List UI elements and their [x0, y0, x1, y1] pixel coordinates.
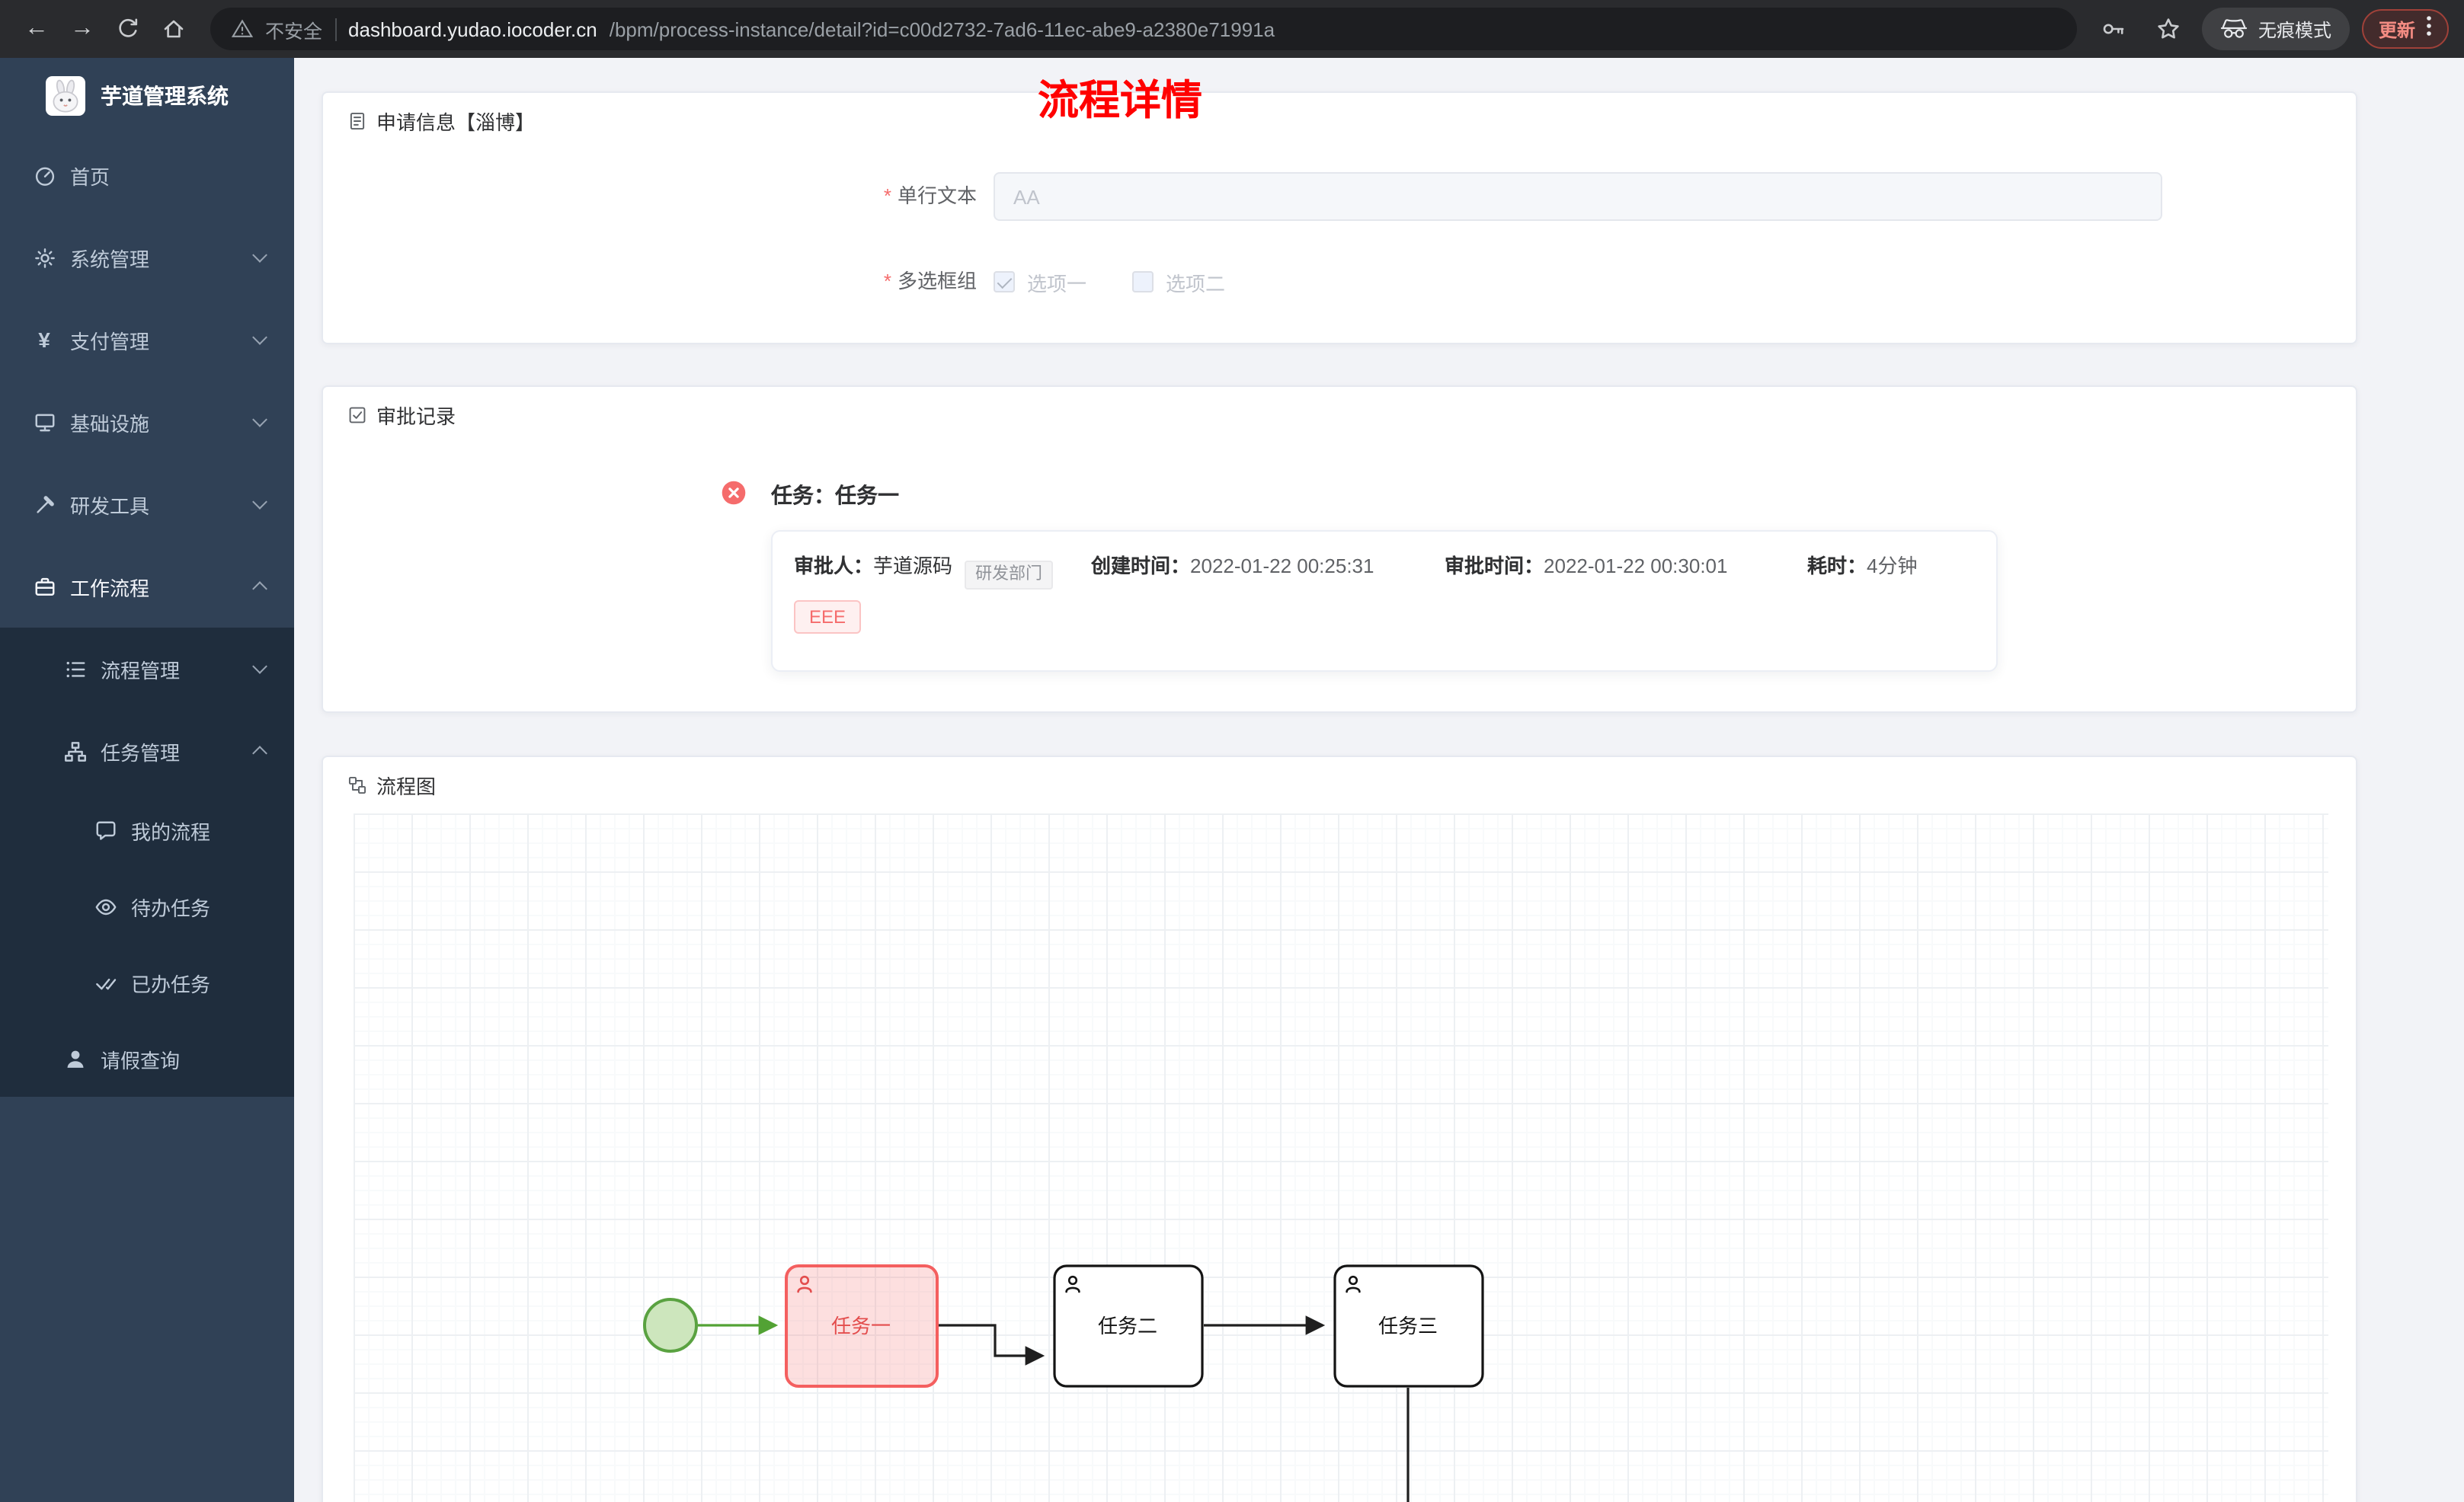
chevron-down-icon [252, 494, 267, 510]
bpmn-start-event[interactable] [643, 1298, 698, 1353]
chevron-down-icon [252, 330, 267, 345]
sidebar-item-task-mgmt[interactable]: 任务管理 [0, 710, 294, 792]
workflow-submenu: 流程管理 任务管理 我的流程 待办任务 已办 [0, 628, 294, 1097]
reload-icon[interactable] [107, 8, 149, 50]
dept-tag: 研发部门 [965, 561, 1054, 590]
audit-detail-box: 审批人：芋道源码研发部门 创建时间：2022-01-22 00:25:31 审批… [771, 530, 1998, 672]
chevron-up-icon [252, 581, 267, 596]
checkbox-option-2[interactable]: 选项二 [1132, 267, 1225, 296]
bpmn-task3-user-icon [1346, 1275, 1361, 1293]
document-icon [350, 111, 365, 129]
diagram-card-title: 流程图 [376, 775, 437, 797]
person-icon [62, 1047, 87, 1071]
bpmn-task3[interactable] [1333, 1264, 1484, 1388]
infrastructure-icon [32, 410, 56, 434]
chevron-down-icon [252, 659, 267, 674]
record-icon [349, 406, 366, 423]
approved-time-field: 审批时间：2022-01-22 00:30:01 [1445, 554, 1728, 577]
apply-card-title: 申请信息【淄博】 [376, 110, 536, 133]
sidebar-menu: 首页 系统管理 ¥ 支付管理 基础设施 研发工具 [0, 134, 294, 1097]
sidebar-item-done-tasks[interactable]: 已办任务 [0, 944, 294, 1021]
approval-card-title: 审批记录 [376, 404, 456, 427]
tools-icon [32, 492, 56, 516]
security-label: 不安全 [265, 21, 323, 42]
sidebar-item-system-mgmt[interactable]: 系统管理 [0, 216, 294, 299]
main-content: 流程详情 申请信息【淄博】 *单行文本 AA *多选框组 选项一 [294, 58, 2464, 1502]
chat-bubble-icon [93, 818, 117, 842]
dashboard-icon [32, 163, 56, 187]
address-bar[interactable]: 不安全 dashboard.yudao.iocoder.cn/bpm/proce… [210, 8, 2077, 50]
text-field-label: *单行文本 [883, 184, 977, 207]
sidebar-item-process-mgmt[interactable]: 流程管理 [0, 628, 294, 710]
update-label: 更新 [2378, 19, 2415, 40]
yen-icon: ¥ [38, 328, 50, 352]
sidebar-item-workflow[interactable]: 工作流程 [0, 545, 294, 628]
update-button[interactable]: 更新 [2361, 9, 2449, 49]
bpmn-task1[interactable] [785, 1264, 939, 1388]
checkbox-option-1[interactable]: 选项一 [994, 267, 1086, 296]
chevron-up-icon [252, 746, 267, 761]
bpmn-task1-user-icon [797, 1275, 812, 1293]
omnibox-divider [334, 18, 337, 40]
bpmn-task1-label: 任务一 [831, 1315, 891, 1337]
app-title: 芋道管理系统 [101, 84, 229, 108]
bpmn-task2-label: 任务二 [1098, 1315, 1157, 1337]
forward-icon[interactable]: → [70, 15, 94, 41]
eye-icon [93, 894, 117, 919]
approver-field: 审批人：芋道源码研发部门 [794, 550, 1054, 590]
checkbox-unchecked-icon [1132, 271, 1154, 292]
duration-field: 耗时：4分钟 [1807, 554, 1918, 577]
incognito-badge[interactable]: 无痕模式 [2201, 8, 2350, 50]
password-key-icon[interactable] [2092, 8, 2135, 50]
chevron-down-icon [252, 248, 267, 263]
sidebar-item-leave-query[interactable]: 请假查询 [0, 1021, 294, 1097]
sidebar: 芋道管理系统 首页 系统管理 ¥ 支付管理 基础设施 [0, 58, 294, 1502]
bpmn-task3-label: 任务三 [1378, 1315, 1438, 1337]
bpmn-task2[interactable] [1053, 1264, 1204, 1388]
checkbox-checked-icon [994, 271, 1015, 292]
url-host: dashboard.yudao.iocoder.cn [348, 18, 597, 40]
back-icon[interactable]: ← [24, 15, 49, 41]
checkbox-group-label: *多选框组 [883, 270, 977, 292]
security-warning-icon [232, 19, 253, 37]
approval-record-card: 审批记录 任务：任务一 审批人：芋道源码研发部门 创建时间：2022-01-22… [322, 385, 2357, 713]
flowchart-icon [348, 775, 366, 794]
page-title: 流程详情 [1038, 78, 1202, 123]
browser-menu-kebab-icon[interactable] [2426, 13, 2432, 45]
incognito-label: 无痕模式 [2258, 19, 2331, 40]
comment-tag: EEE [794, 600, 862, 634]
bookmark-star-icon[interactable] [2147, 8, 2190, 50]
sidebar-item-home[interactable]: 首页 [0, 134, 294, 216]
browser-toolbar: ← → 不安全 dashboard.yudao.iocoder.cn/bpm/p… [0, 0, 2464, 58]
single-line-text-input[interactable]: AA [994, 172, 2162, 221]
process-diagram-card: 流程图 任务一 [322, 756, 2357, 1502]
gear-icon [32, 245, 56, 270]
sidebar-item-payment-mgmt[interactable]: ¥ 支付管理 [0, 299, 294, 381]
home-icon[interactable] [152, 8, 195, 50]
sidebar-item-dev-tools[interactable]: 研发工具 [0, 463, 294, 545]
sidebar-item-infrastructure[interactable]: 基础设施 [0, 381, 294, 463]
workflow-briefcase-icon [32, 574, 56, 599]
task-tree-icon [62, 739, 87, 763]
task-title: 任务：任务一 [771, 483, 899, 507]
double-check-icon [93, 970, 117, 995]
url-path: /bpm/process-instance/detail?id=c00d2732… [609, 18, 1275, 40]
sidebar-item-my-process[interactable]: 我的流程 [0, 792, 294, 868]
rabbit-logo-icon [46, 76, 85, 116]
app-logo[interactable]: 芋道管理系统 [0, 58, 294, 134]
sidebar-item-todo-tasks[interactable]: 待办任务 [0, 868, 294, 944]
bpmn-task2-user-icon [1065, 1275, 1080, 1293]
required-marker: * [883, 184, 891, 207]
rejected-status-icon [721, 480, 747, 506]
incognito-icon [2220, 19, 2248, 38]
checkbox-group: 选项一 选项二 [994, 257, 1271, 306]
required-marker: * [883, 270, 891, 292]
created-time-field: 创建时间：2022-01-22 00:25:31 [1091, 554, 1374, 577]
bpmn-canvas[interactable]: 任务一 任务二 任务三 [354, 813, 2328, 1502]
apply-info-card: 申请信息【淄博】 *单行文本 AA *多选框组 选项一 选项二 [322, 91, 2357, 344]
bpmn-flow-task1-task2[interactable] [939, 1324, 1045, 1366]
chevron-down-icon [252, 412, 267, 427]
process-list-icon [62, 657, 87, 681]
